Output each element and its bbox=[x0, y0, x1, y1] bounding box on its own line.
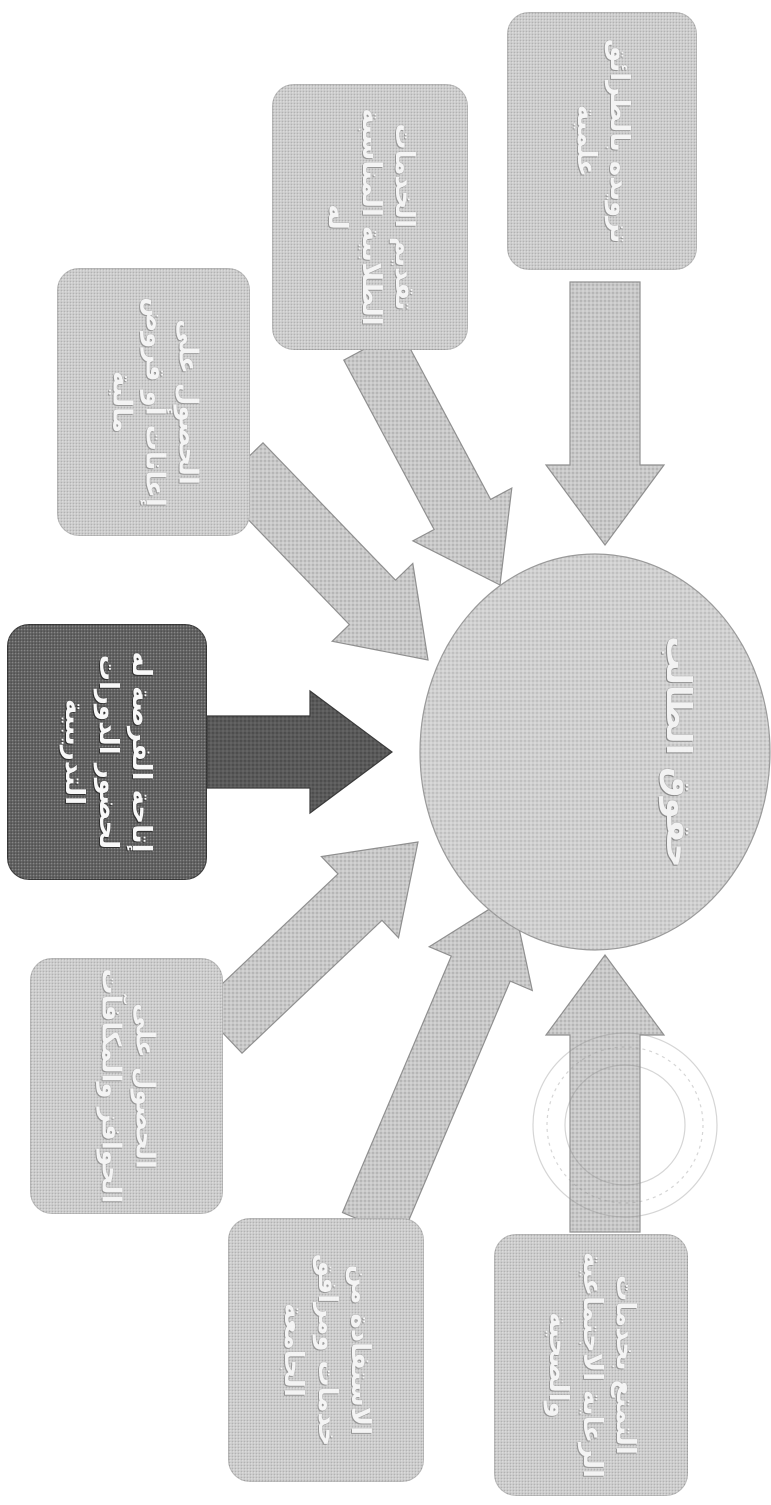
box-social-health-care: التمتع بخدمات الرعاية الاجتماعية والصحية bbox=[494, 1234, 688, 1496]
box-label: الحصول على الحوافز والمكافآت bbox=[95, 968, 159, 1204]
box-label: التمتع بخدمات الرعاية الاجتماعية والصحية bbox=[543, 1252, 640, 1478]
box-financial-aid: الحصول على إعانات أو قروض مالية bbox=[57, 268, 250, 536]
arrow-university-facilities bbox=[341, 894, 534, 1239]
box-label: الحصول على إعانات أو قروض مالية bbox=[105, 297, 203, 507]
box-scientific-methods: تزويده بالطرائق علمية bbox=[507, 12, 697, 270]
center-ellipse bbox=[419, 553, 771, 951]
stamp-watermark bbox=[532, 1032, 718, 1218]
box-label: تزويده بالطرائق علمية bbox=[571, 38, 635, 244]
arrow-financial-aid bbox=[216, 441, 429, 661]
box-label: تقديم الخدمات الطلابية المناسبة له bbox=[322, 108, 419, 326]
arrow-social-health-care bbox=[544, 953, 666, 1233]
center-label: حقوق الطالب bbox=[658, 636, 698, 868]
box-label: الاستفادة من خدمات ومرافق الجامعة bbox=[278, 1253, 375, 1447]
center-node: حقوق الطالب bbox=[420, 554, 770, 950]
box-training-courses: إتاحة الفرصة له لحضور الدورات التدريبية bbox=[7, 624, 207, 880]
arrow-student-services bbox=[342, 329, 513, 586]
arrow-training-courses bbox=[206, 689, 394, 815]
box-incentives-rewards: الحصول على الحوافز والمكافآت bbox=[30, 958, 223, 1214]
box-university-facilities: الاستفادة من خدمات ومرافق الجامعة bbox=[228, 1218, 424, 1482]
box-student-services: تقديم الخدمات الطلابية المناسبة له bbox=[272, 84, 468, 350]
arrow-incentives-rewards bbox=[197, 841, 419, 1055]
arrow-scientific-methods bbox=[544, 281, 666, 547]
box-label: إتاحة الفرصة له لحضور الدورات التدريبية bbox=[59, 651, 156, 853]
